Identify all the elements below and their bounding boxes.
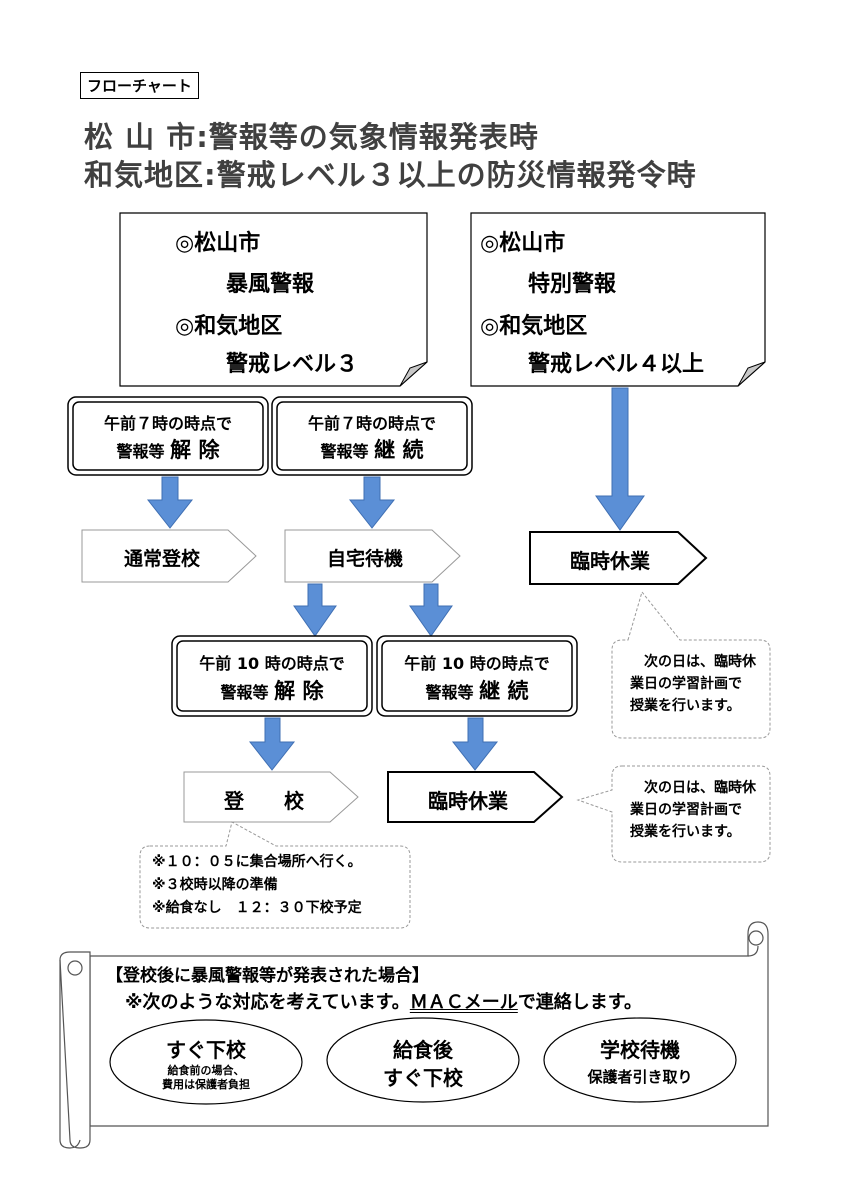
option3-note: 保護者引き取り	[587, 1068, 693, 1086]
check7-clear-box	[67, 396, 269, 476]
action-closed-b-label: 臨時休業	[428, 789, 508, 813]
check7-cont-line1: 午前７時の時点で	[307, 414, 436, 433]
option2-title1: 給食後	[393, 1038, 453, 1062]
box-left-line1: ◎松山市	[175, 231, 261, 256]
callout-closed-lower	[576, 765, 771, 863]
down-arrow-icon	[409, 583, 453, 637]
action-closed-a-label: 臨時休業	[570, 549, 650, 573]
check7-clear-line2: 警報等 解 除	[116, 438, 220, 462]
action-normal-label: 通常登校	[123, 548, 200, 570]
note-closed-upper: 次の日は、臨時休 業日の学習計画で 授業を行います。	[630, 654, 756, 714]
action-attend-label: 登 校	[224, 789, 304, 813]
down-arrow-icon	[146, 476, 194, 529]
page-title-line2: 和気地区:警戒レベル３以上の防災情報発令時	[84, 158, 697, 192]
check10-cont-line1: 午前 10 時の時点で	[404, 654, 550, 673]
box-right-line4: 警戒レベル４以上	[528, 352, 705, 377]
check10-clear-line1: 午前 10 時の時点で	[199, 654, 345, 673]
option1-note2: 費用は保護者負担	[162, 1078, 250, 1091]
page-title-line1: 松 山 市:警報等の気象情報発表時	[84, 120, 539, 154]
check10-cont-box	[376, 635, 578, 717]
down-arrow-icon	[248, 717, 296, 771]
check7-clear-line1: 午前７時の時点で	[103, 414, 232, 433]
action-normal-shape	[81, 529, 257, 583]
option-ellipse-2	[326, 1017, 520, 1103]
note-box-left	[119, 212, 428, 387]
note-closed-lower: 次の日は、臨時休 業日の学習計画で 授業を行います。	[630, 780, 756, 840]
box-left-line3: ◎和気地区	[175, 314, 283, 339]
option-ellipse-3	[543, 1017, 737, 1103]
label-badge: フローチャート	[80, 72, 199, 99]
scroll-heading: 【登校後に暴風警報等が発表された場合】	[106, 966, 429, 986]
check7-cont-box	[271, 396, 473, 476]
callout-attend	[139, 821, 411, 929]
action-closed-b-shape	[387, 771, 564, 823]
box-right-line3: ◎和気地区	[480, 314, 588, 339]
callout-closed-upper	[611, 590, 771, 739]
down-arrow-icon	[293, 583, 337, 637]
option-ellipse-1	[109, 1019, 303, 1105]
action-attend-shape	[183, 771, 359, 823]
down-arrow-icon	[595, 387, 645, 531]
option3-title: 学校待機	[600, 1038, 680, 1062]
option1-note1: 給食前の場合、	[167, 1064, 245, 1077]
box-left-line2: 暴風警報	[226, 272, 315, 297]
box-right-line1: ◎松山市	[480, 231, 566, 256]
note-attend: ※１０：０５に集合場所へ行く。 ※３校時以降の準備 ※給食なし １２：３０下校予…	[152, 854, 362, 916]
option1-title: すぐ下校	[166, 1038, 246, 1062]
check10-clear-box	[171, 635, 373, 717]
action-closed-a-shape	[529, 531, 708, 585]
action-wait-shape	[284, 529, 461, 583]
option2-title2: すぐ下校	[383, 1066, 463, 1090]
scroll-subheading: ※次のような対応を考えています。ＭＡＣメールで連絡します。	[125, 992, 643, 1013]
check10-cont-line2: 警報等 継 続	[425, 679, 529, 703]
down-arrow-icon	[348, 476, 396, 529]
check7-cont-line2: 警報等 継 続	[320, 438, 424, 462]
action-wait-label: 自宅待機	[326, 548, 403, 570]
box-left-line4: 警戒レベル３	[226, 352, 359, 377]
note-box-right	[470, 212, 766, 387]
down-arrow-icon	[451, 717, 499, 771]
check10-clear-line2: 警報等 解 除	[220, 679, 324, 703]
box-right-line2: 特別警報	[528, 272, 617, 297]
